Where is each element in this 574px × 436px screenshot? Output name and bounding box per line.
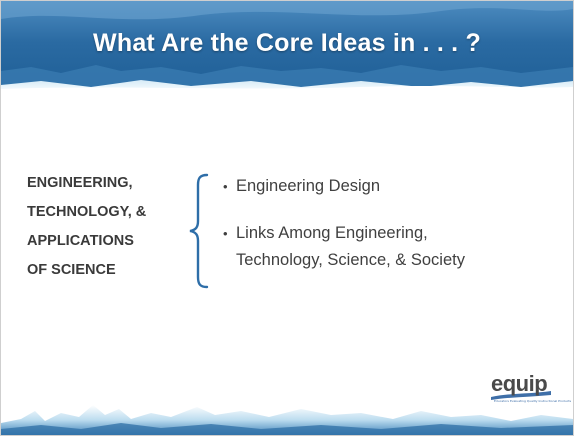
logo-swoosh-icon <box>491 391 551 400</box>
category-line: APPLICATIONS <box>27 233 134 249</box>
header-banner: What Are the Core Ideas in . . . ? <box>1 1 573 93</box>
logo-tagline: Educators Evaluating Quality Instruction… <box>494 399 572 403</box>
bullet-icon: • <box>223 226 228 241</box>
logo-word: equip <box>491 371 548 396</box>
category-label: ENGINEERING, TECHNOLOGY, & APPLICATIONS … <box>27 169 187 285</box>
header-background <box>1 1 573 93</box>
category-line: OF SCIENCE <box>27 262 116 278</box>
list-item-text: Technology, Science, & Society <box>236 251 465 269</box>
bullet-icon: • <box>223 179 228 194</box>
footer-ice-banner <box>1 405 573 435</box>
category-line: ENGINEERING, <box>27 175 133 191</box>
curly-brace-icon <box>189 173 209 289</box>
list-item: • Engineering Design <box>223 173 553 200</box>
list-item-text: Engineering Design <box>236 177 381 195</box>
core-ideas-list: • Engineering Design • Links Among Engin… <box>223 173 553 274</box>
slide-title: What Are the Core Ideas in . . . ? <box>93 29 481 57</box>
list-item-text: Links Among Engineering, <box>236 224 428 242</box>
equip-logo: equip Educators Evaluating Quality Instr… <box>481 369 571 405</box>
category-line: TECHNOLOGY, & <box>27 204 147 220</box>
list-item: • Links Among Engineering, Technology, S… <box>223 220 553 274</box>
